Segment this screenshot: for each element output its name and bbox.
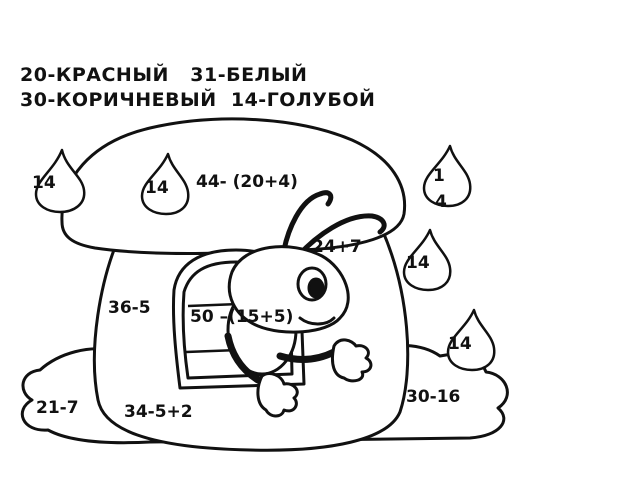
- raindrop-2: [140, 152, 190, 216]
- bottom-expression: 34-5+2: [124, 402, 193, 422]
- left-grass-expression: 21-7: [36, 398, 79, 418]
- color-legend-line-2: 30-КОРИЧНЕВЫЙ 14-ГОЛУБОЙ: [20, 89, 376, 111]
- right-grass-expression: 30-16: [406, 387, 461, 407]
- mushroom-cap: [60, 117, 407, 255]
- raindrop-3-label-top: 1: [433, 166, 445, 186]
- raindrop-3: [422, 144, 472, 208]
- ant-character: [224, 190, 387, 418]
- raindrop-5: [446, 308, 496, 372]
- raindrops: [34, 144, 496, 372]
- color-legend-line-1: 20-КРАСНЫЙ 31-БЕЛЫЙ: [20, 64, 308, 86]
- raindrop-4-label: 14: [406, 253, 430, 273]
- raindrop-1: [34, 148, 86, 214]
- antenna-expression: 24+7: [312, 237, 362, 257]
- raindrop-4: [402, 228, 452, 292]
- cap-expression: 44- (20+4): [196, 172, 298, 192]
- door-expression: 50 –(15+5): [190, 307, 294, 327]
- raindrop-3-label-bottom: 4: [435, 192, 447, 212]
- raindrop-2-label: 14: [145, 178, 169, 198]
- wall-expression: 36-5: [108, 298, 151, 318]
- raindrop-5-label: 14: [448, 334, 472, 354]
- raindrop-1-label: 14: [32, 173, 56, 193]
